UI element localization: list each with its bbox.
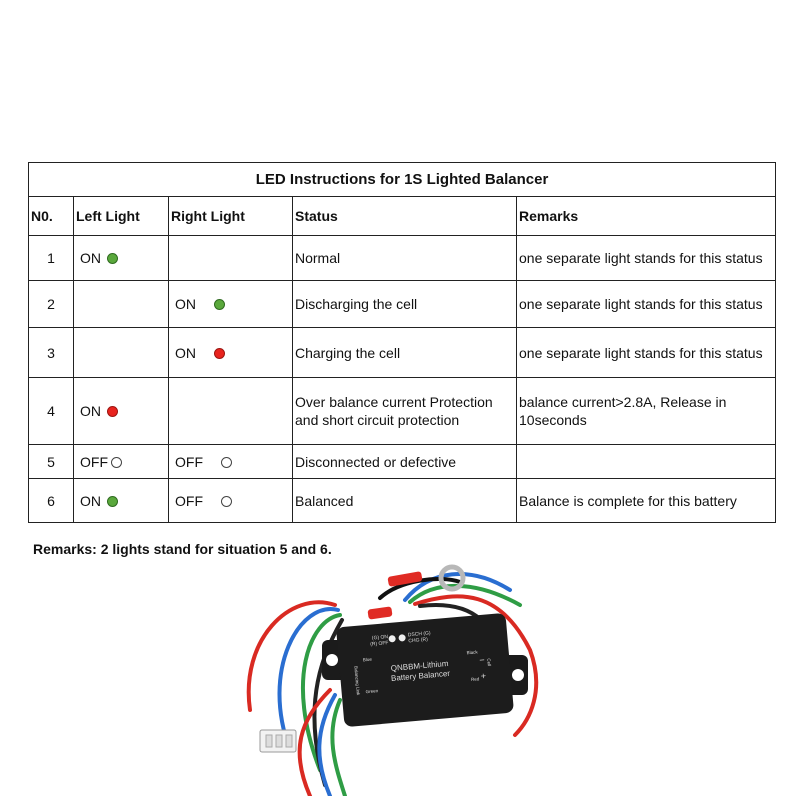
status-cell: Disconnected or defective [292, 444, 517, 479]
remarks-cell: balance current>2.8A, Release in 10secon… [515, 377, 777, 445]
left-light-state: OFF [80, 453, 108, 470]
device-wire-green: Green [365, 688, 378, 694]
header-no: N0. [28, 196, 74, 236]
right-light-state: OFF [175, 453, 203, 470]
header-right-light: Right Light [168, 196, 293, 236]
right-light-cell: ON [168, 327, 293, 378]
row-number: 5 [28, 444, 74, 479]
left-light-cell: ON [73, 478, 169, 523]
row-number: 1 [28, 235, 74, 281]
remarks-cell: Balance is complete for this battery [515, 478, 777, 523]
led-off-icon [221, 495, 232, 507]
led-off-icon [221, 456, 232, 468]
header-remarks: Remarks [515, 196, 777, 236]
left-light-cell [73, 280, 169, 328]
right-light-state: ON [175, 344, 196, 361]
left-light-cell: ON [73, 235, 169, 281]
led-instructions-table: LED Instructions for 1S Lighted Balancer… [27, 162, 777, 523]
status-cell: Normal [292, 235, 517, 281]
led-red-icon [214, 347, 225, 359]
device-led-right-legend-2: CHG (R) [408, 637, 428, 645]
device-wire-right-title: Cell [486, 658, 492, 666]
device-minus-sign: − [479, 655, 485, 665]
device-wire-black: Black [466, 649, 478, 655]
device-led-right-legend-1: DSCH (G) [408, 630, 432, 638]
row-number: 2 [28, 280, 74, 328]
device-led-left-legend-1: (G) ON [372, 634, 389, 641]
right-light-cell: OFF [168, 444, 293, 479]
balancer-device-photo: (G) ON (R) OFF DSCH (G) CHG (R) QNBBM-Li… [246, 564, 539, 796]
device-wire-left-title: Balancing Link [353, 666, 361, 696]
right-light-cell [168, 235, 293, 281]
device-plus-sign: + [480, 671, 486, 681]
header-status: Status [292, 196, 517, 236]
table-row: 4 ON Over balance current Protection and s… [28, 377, 777, 445]
left-light-cell: OFF [73, 444, 169, 479]
remarks-note: Remarks: 2 lights stand for situation 5 … [33, 541, 332, 557]
led-green-icon [214, 299, 225, 310]
row-number: 3 [28, 327, 74, 378]
led-green-icon [107, 253, 118, 264]
header-left-light: Left Light [73, 196, 169, 236]
led-red-icon [107, 406, 118, 417]
right-light-state: OFF [175, 492, 203, 509]
right-light-cell: OFF [168, 478, 293, 523]
table-title-row: LED Instructions for 1S Lighted Balancer [27, 162, 777, 197]
status-cell: Charging the cell [292, 327, 517, 378]
remarks-cell: one separate light stands for this statu… [515, 235, 777, 281]
right-light-cell [168, 377, 293, 445]
status-cell: Over balance current Protection and shor… [292, 377, 517, 445]
status-cell: Balanced [292, 478, 517, 523]
left-light-state: ON [80, 250, 101, 266]
led-green-icon [107, 495, 118, 507]
left-light-state: ON [80, 403, 101, 419]
device-led-left-legend-2: (R) OFF [370, 640, 389, 648]
left-light-cell [73, 327, 169, 378]
row-number: 6 [28, 478, 74, 523]
left-light-cell: ON [73, 377, 169, 445]
status-cell: Discharging the cell [292, 280, 517, 328]
device-led-right [398, 634, 406, 642]
remarks-cell: one separate light stands for this statu… [515, 280, 777, 328]
remarks-cell: one separate light stands for this statu… [515, 327, 777, 378]
device-wire-blue: Blue [363, 657, 373, 663]
device-wire-red: Red [471, 676, 480, 682]
device-led-left [388, 635, 396, 643]
table-title: LED Instructions for 1S Lighted Balancer [27, 162, 777, 197]
table-header-row: N0. Left Light Right Light Status Remark… [28, 196, 777, 236]
right-light-state: ON [175, 296, 196, 312]
remarks-cell [515, 444, 777, 479]
led-off-icon [111, 456, 122, 468]
left-light-state: ON [80, 492, 101, 509]
row-number: 4 [28, 377, 74, 445]
right-light-cell: ON [168, 280, 293, 328]
table-row: 5 OFF OFF Disconnected or defective [28, 444, 777, 479]
